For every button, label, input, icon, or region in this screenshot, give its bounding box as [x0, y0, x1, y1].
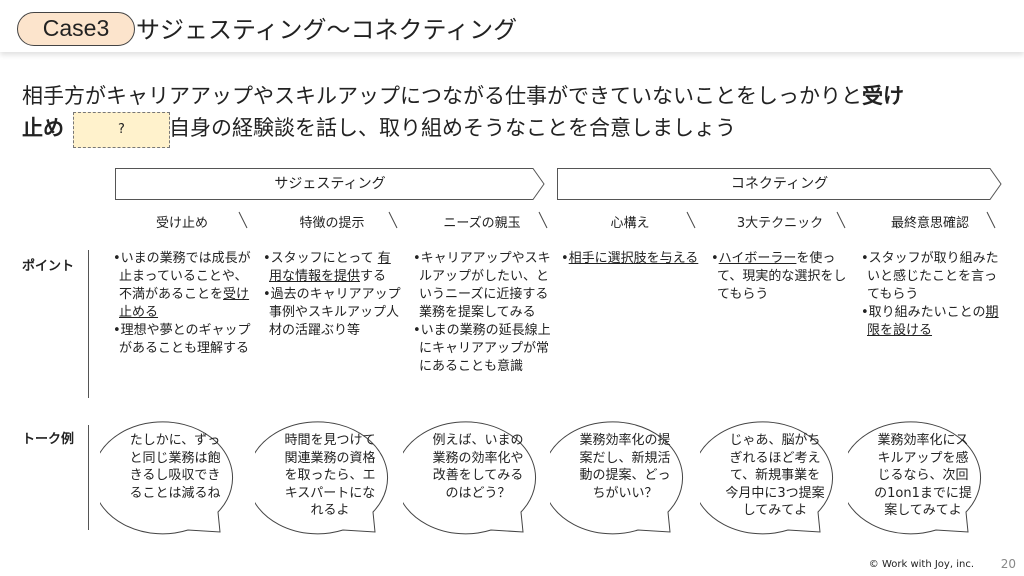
point-item: •過去のキャリアアップ事例やスキルアップ人材の活躍ぶり等 [263, 286, 403, 340]
step-label: 最終意思確認 [890, 216, 969, 231]
divider [88, 425, 89, 530]
lead-line1: 相手方がキャリアアップやスキルアップにつながる仕事ができていないことをしっかりと [22, 84, 862, 108]
step-label: 受け止め [155, 216, 208, 231]
phase-connecting: コネクティング [557, 168, 1002, 200]
row-label-talk: トーク例 [22, 432, 75, 447]
lead-bold-1: 受け [862, 84, 904, 108]
point-text: を使って、現実的な選択をしてもらう [717, 251, 847, 302]
point-item: •いまの業務の延長線上にキャリアアップが常にあることも意識 [413, 322, 553, 376]
talk-example: 業務効率化にスキルアップを感じるなら、次回の1on1までに提案してみてよ [874, 433, 972, 518]
step-separator [238, 210, 248, 230]
step-separator [388, 210, 398, 230]
speech-bubble: 業務効率化にスキルアップを感じるなら、次回の1on1までに提案してみてよ [848, 420, 998, 540]
speech-bubble: たしかに、ずっと同じ業務は飽きるし吸収できることは減るね [100, 420, 250, 540]
point-column: •いまの業務では成長が止まっていることや、不満があることを受け止める•理想や夢と… [113, 250, 253, 358]
point-text: •スタッフが取り組みたいと感じたことを言ってもらう [861, 251, 999, 302]
point-text: • [561, 251, 569, 266]
point-text: • [711, 251, 719, 266]
point-text: •過去のキャリアアップ事例やスキルアップ人材の活躍ぶり等 [263, 287, 401, 338]
point-item: •取り組みたいことの期限を設ける [861, 304, 1001, 340]
copyright: © Work with Joy, inc. [868, 559, 974, 570]
phase-label: サジェスティング [274, 176, 386, 192]
lead-line2: 自身の経験談を話し、取り組めそうなことを合意しましょう [169, 116, 736, 140]
step-separator [686, 210, 696, 230]
point-column: •スタッフが取り組みたいと感じたことを言ってもらう•取り組みたいことの期限を設け… [861, 250, 1001, 340]
talk-example: 時間を見つけて関連業務の資格を取ったら、エキスパートになれるよ [284, 433, 376, 518]
page-title: サジェスティング〜コネクティング [136, 16, 518, 44]
divider [88, 250, 89, 398]
speech-bubble: 業務効率化の提案だし、新規活動の提案、どっちがいい？ [550, 420, 700, 540]
phase-label: コネクティング [730, 176, 829, 192]
point-column: •相手に選択肢を与える [561, 250, 701, 268]
talk-example: 業務効率化の提案だし、新規活動の提案、どっちがいい？ [579, 433, 671, 501]
emphasis-text: 期限を設ける [867, 305, 999, 338]
emphasis-text: 有用な情報を提供 [269, 251, 391, 284]
blank-answer-box[interactable]: ? [73, 112, 170, 148]
point-item: •相手に選択肢を与える [561, 250, 701, 268]
point-item: •ハイボーラーを使って、現実的な選択をしてもらう [711, 250, 851, 304]
talk-example: たしかに、ずっと同じ業務は飽きるし吸収できることは減るね [129, 433, 221, 501]
step-separator [538, 210, 548, 230]
lead-text: 相手方がキャリアアップやスキルアップにつながる仕事ができていないことをしっかりと… [22, 80, 1012, 144]
speech-bubble: じゃあ、脳がちぎれるほど考えて、新規事業を今月中に3つ提案してみてよ [700, 420, 850, 540]
step-label: ニーズの親玉 [443, 216, 521, 231]
point-item: •いまの業務では成長が止まっていることや、不満があることを受け止める [113, 250, 253, 322]
lead-bold-2: 止め [22, 116, 64, 140]
speech-bubble: 例えば、いまの業務の効率化や改善をしてみるのはどう？ [403, 420, 553, 540]
step-separator [986, 210, 996, 230]
point-text: •理想や夢とのギャップがあることも理解する [113, 323, 251, 356]
point-text: •いまの業務では成長が止まっていることや、不満がある [113, 251, 251, 302]
point-item: •スタッフが取り組みたいと感じたことを言ってもらう [861, 250, 1001, 304]
speech-bubble: 時間を見つけて関連業務の資格を取ったら、エキスパートになれるよ [255, 420, 405, 540]
step-label: 特徴の提示 [299, 216, 365, 231]
point-item: •スタッフにとって 有用な情報を提供する [263, 250, 403, 286]
phase-suggesting: サジェスティング [115, 168, 545, 200]
talk-example: 例えば、いまの業務の効率化や改善をしてみるのはどう？ [432, 433, 524, 501]
point-text: •取り組みたいことの [861, 305, 986, 320]
point-column: •キャリアアップやスキルアップがしたい、というニーズに近接する業務を提案してみる… [413, 250, 553, 376]
page-number: 20 [1000, 557, 1016, 571]
emphasis-text: 相手に選択肢を与える [568, 251, 699, 266]
point-text: •スタッフにとって [263, 251, 378, 266]
step-label: 3大テクニック [736, 216, 824, 231]
point-text: ことを [184, 287, 224, 302]
emphasis-text: ハイボーラー [718, 251, 797, 266]
point-text: •いまの業務の延長線上にキャリアアップが常にあることも意識 [413, 323, 551, 374]
title-bar: Case3 サジェスティング〜コネクティング [0, 0, 1024, 52]
point-column: •スタッフにとって 有用な情報を提供する•過去のキャリアアップ事例やスキルアップ… [263, 250, 403, 340]
talk-example: じゃあ、脳がちぎれるほど考えて、新規事業を今月中に3つ提案してみてよ [725, 433, 825, 518]
point-text: する [360, 269, 387, 284]
emphasis-text: 受け止める [119, 287, 250, 320]
case-badge: Case3 [17, 12, 135, 46]
step-label: 心構え [610, 216, 650, 231]
row-label-points: ポイント [22, 259, 75, 274]
step-separator [836, 210, 846, 230]
point-item: •理想や夢とのギャップがあることも理解する [113, 322, 253, 358]
point-column: •ハイボーラーを使って、現実的な選択をしてもらう [711, 250, 851, 304]
point-text: •キャリアアップやスキルアップがしたい、というニーズに近接する業務を提案してみる [413, 251, 551, 320]
point-item: •キャリアアップやスキルアップがしたい、というニーズに近接する業務を提案してみる [413, 250, 553, 322]
